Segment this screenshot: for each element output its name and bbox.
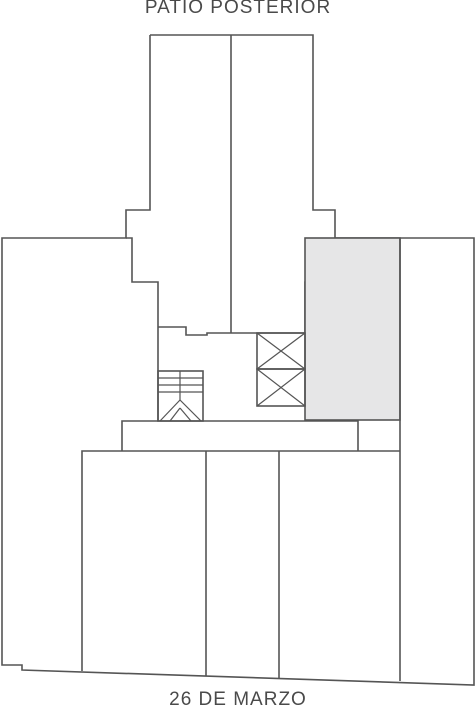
elevator-shaft [256, 332, 306, 407]
label-patio-posterior: PATIO POSTERIOR [144, 0, 332, 18]
left-notch-wall [126, 237, 159, 421]
corridor-wall [121, 420, 359, 451]
label-26-de-marzo: 26 DE MARZO [169, 689, 307, 710]
stairs [157, 370, 204, 422]
highlighted-unit[interactable] [304, 237, 401, 421]
core-wall-top [158, 326, 305, 336]
front-units-outline [81, 450, 400, 671]
outer-outline [1, 34, 475, 686]
